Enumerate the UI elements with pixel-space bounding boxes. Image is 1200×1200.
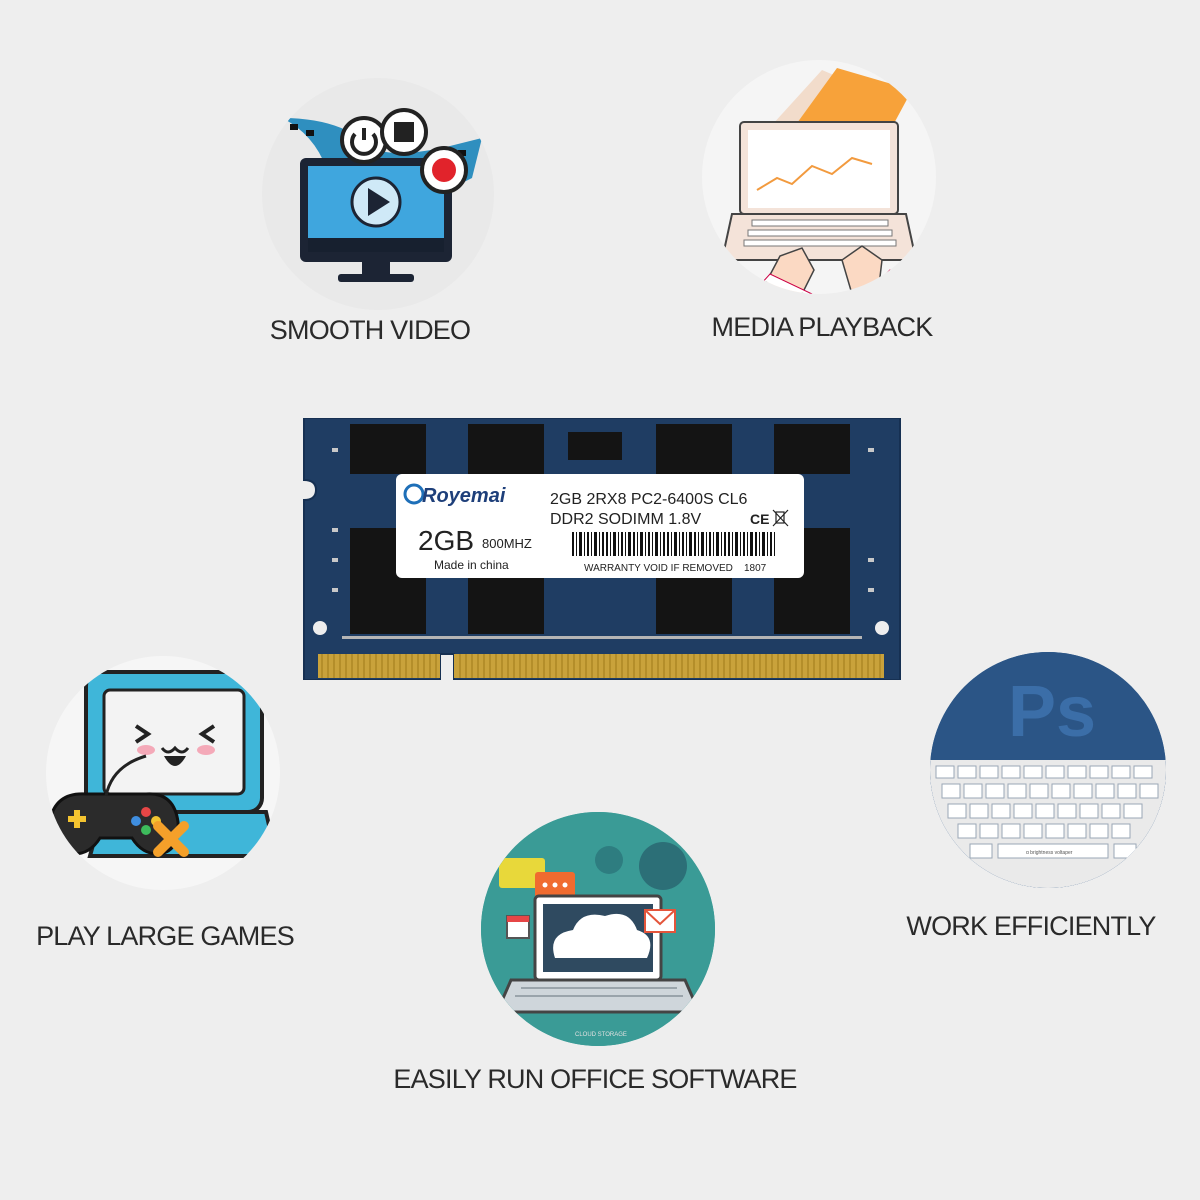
ram-spec-line1: 2GB 2RX8 PC2-6400S CL6: [550, 491, 748, 508]
laptop-typing-icon: [720, 68, 918, 294]
ram-brand: Royemai: [422, 485, 506, 507]
spacebar-text: ɑ brightness voltaper: [1026, 850, 1073, 856]
play-games-illustration: [46, 656, 280, 890]
ram-warranty: WARRANTY VOID IF REMOVED: [584, 563, 733, 574]
ram-module-graphic: Royemai 2GB 800MHZ Made in china 2GB 2RX…: [303, 418, 901, 680]
media-playback-illustration: [702, 60, 936, 294]
cloud-storage-text: CLOUD STORAGE: [575, 1032, 627, 1038]
caption-office-software: EASILY RUN OFFICE SOFTWARE: [393, 1064, 797, 1094]
office-software-illustration: CLOUD STORAGE: [481, 812, 715, 1046]
ram-capacity: 2GB: [418, 525, 474, 556]
video-monitor-icon: [282, 108, 482, 282]
cloud-laptop-icon: CLOUD STORAGE: [481, 812, 715, 1046]
ram-batch: 1807: [744, 563, 767, 574]
wee-bin-icon: [772, 509, 789, 527]
barcode: [572, 532, 775, 556]
ram-origin: Made in china: [434, 558, 509, 572]
ram-speed: 800MHZ: [482, 536, 532, 551]
caption-smooth-video: SMOOTH VIDEO: [269, 315, 471, 345]
game-console-icon: [48, 670, 279, 858]
photoshop-keyboard-icon: Ps ɑ brightness voltaper: [930, 652, 1166, 888]
work-efficiently-illustration: Ps ɑ brightness voltaper: [930, 652, 1166, 888]
caption-play-games: PLAY LARGE GAMES: [36, 921, 295, 951]
ram-spec-line2: DDR2 SODIMM 1.8V: [550, 511, 701, 528]
caption-work-efficiently: WORK EFFICIENTLY: [906, 911, 1156, 941]
ram-module: Royemai 2GB 800MHZ Made in china 2GB 2RX…: [302, 418, 902, 680]
caption-media-playback: MEDIA PLAYBACK: [711, 312, 934, 342]
ce-mark: CE: [750, 511, 769, 527]
smooth-video-illustration: [262, 78, 494, 310]
ps-logo-text: Ps: [1008, 672, 1096, 752]
